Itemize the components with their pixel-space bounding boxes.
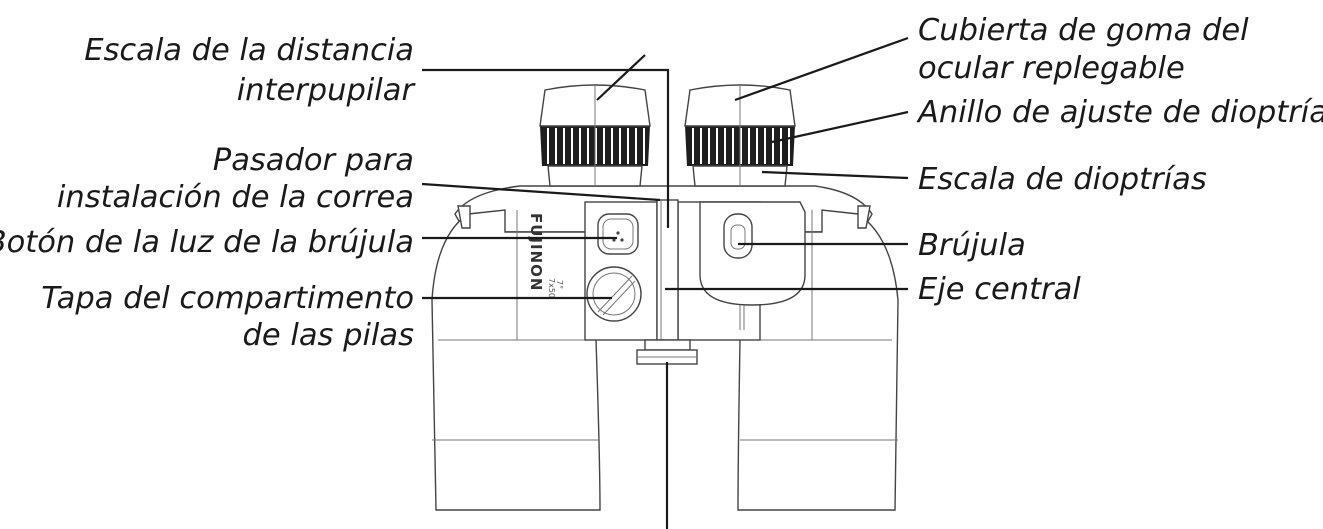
label-center-axis: Eje central	[918, 272, 1081, 307]
label-diopter-ring: Anillo de ajuste de dioptrías	[916, 95, 1323, 130]
leader-strap-pin	[421, 182, 661, 202]
label-eyecup-line1: Cubierta de goma del	[918, 13, 1249, 48]
compass-window	[723, 213, 753, 259]
label-battery-cover-line2: de las pilas	[243, 318, 415, 353]
leader-ipd-scale	[422, 68, 670, 228]
label-strap-pin-line1: Pasador para	[213, 143, 414, 178]
label-battery-cover-line1: Tapa del compartimento	[41, 281, 414, 316]
leader-lines	[421, 36, 909, 529]
label-ipd-scale-line1: Escala de la distancia	[84, 33, 414, 68]
label-diopter-scale: Escala de dioptrías	[918, 162, 1207, 197]
left-barrel	[431, 209, 601, 511]
leader-diopter-scale	[761, 170, 909, 180]
right-strap-pin	[857, 205, 871, 229]
labels: Escala de la distancia interpupilar Pasa…	[0, 13, 1323, 353]
brand-text: FUJINON	[527, 213, 545, 291]
label-compass-light-button: Botón de la luz de la brújula	[0, 225, 414, 260]
label-eyecup-line2: ocular replegable	[918, 51, 1185, 86]
leader-eyecup	[734, 36, 909, 102]
battery-cover-shape	[586, 266, 642, 322]
label-compass: Brújula	[918, 228, 1026, 263]
leader-diopter-ring	[771, 110, 909, 144]
binocular-illustration: FUJINON 7x50 7°	[431, 84, 899, 511]
label-strap-pin-line2: instalación de la correa	[57, 180, 414, 215]
leader-eyecup-left	[596, 54, 646, 101]
left-strap-pin	[457, 205, 471, 229]
focus-knob	[644, 339, 691, 351]
model-text-1: 7x50	[547, 278, 556, 298]
label-ipd-scale-line2: interpupilar	[237, 73, 417, 108]
model-text-2: 7°	[555, 280, 564, 289]
